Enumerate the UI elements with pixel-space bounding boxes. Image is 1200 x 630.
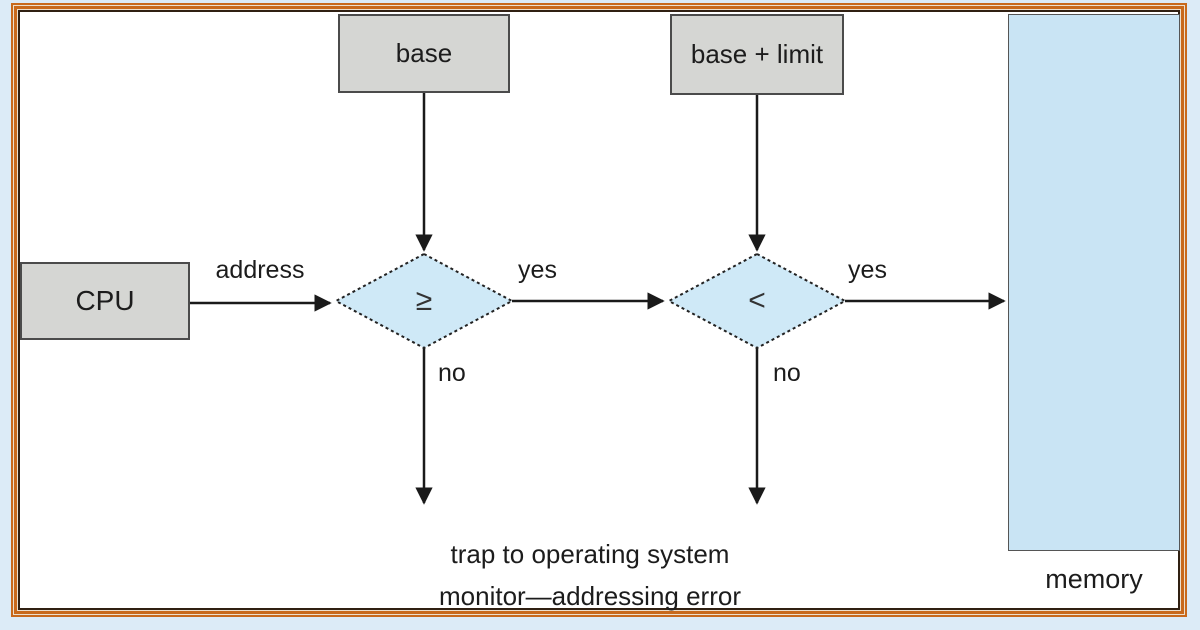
base-plus-limit-register-box: base + limit — [670, 14, 844, 95]
base-register-label: base — [395, 38, 453, 68]
lt-symbol: < — [748, 284, 766, 317]
trap-caption: trap to operating system monitor—address… — [390, 533, 790, 617]
ge-no-label: no — [438, 359, 466, 387]
cpu-box: CPU — [20, 262, 190, 340]
lt-yes-label: yes — [848, 256, 887, 284]
memory-label: memory — [1045, 564, 1143, 594]
base-plus-limit-register-label: base + limit — [690, 39, 824, 69]
trap-caption-line1: trap to operating system — [450, 539, 730, 569]
ge-decision-diamond — [333, 252, 515, 350]
lt-decision-diamond — [666, 252, 848, 350]
trap-caption-line2: monitor—addressing error — [438, 581, 741, 611]
address-edge-label: address — [215, 256, 305, 284]
base-register-box: base — [338, 14, 510, 93]
cpu-label: CPU — [75, 285, 135, 316]
ge-yes-label: yes — [518, 256, 557, 284]
memory-box — [1008, 14, 1180, 551]
ge-symbol: ≥ — [415, 284, 433, 317]
lt-no-label: no — [773, 359, 801, 387]
diagram-frame — [18, 10, 1180, 610]
